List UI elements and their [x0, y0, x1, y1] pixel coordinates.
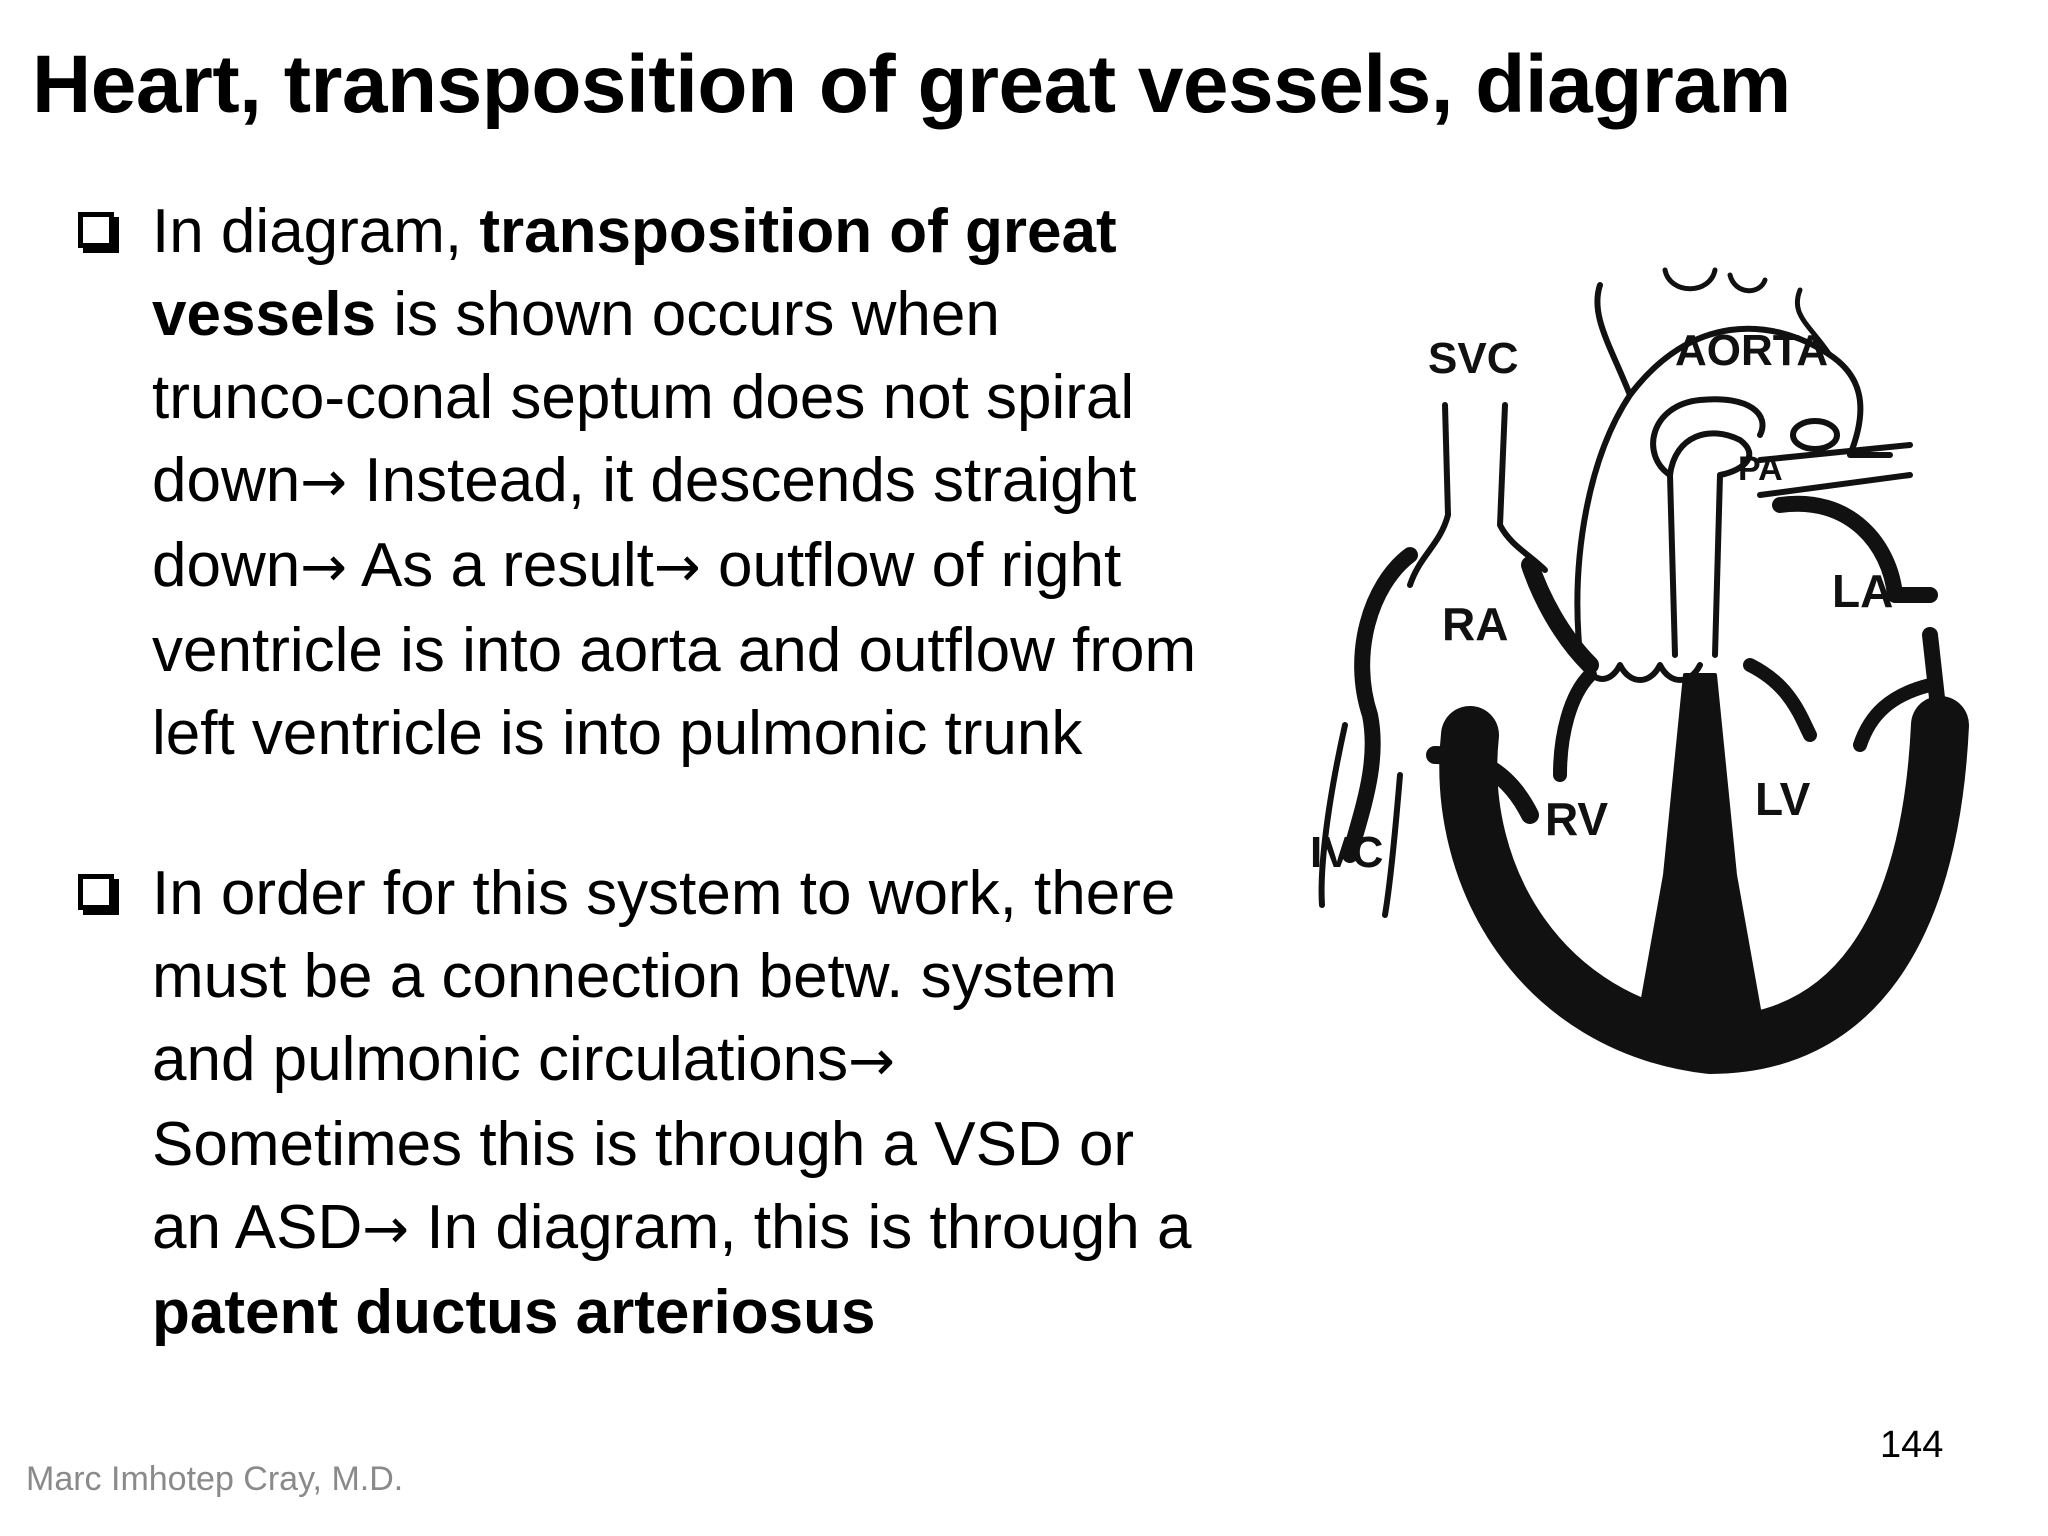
aorta-branch	[1662, 267, 1718, 292]
bullet-text: In diagram, transposition of great vesse…	[152, 190, 1348, 775]
bullet-text: In order for this system to work, there …	[152, 852, 1348, 1354]
bold-term: vessels	[152, 280, 377, 349]
tricuspid-leaflet	[1426, 746, 1539, 824]
bullet-transposition: In diagram, transposition of great vesse…	[78, 190, 1348, 775]
label-rv: RV	[1545, 793, 1608, 845]
ventricle-wall	[1439, 696, 1969, 1074]
pa-vessel	[1667, 430, 1753, 658]
la-wall	[1772, 495, 1938, 603]
author-footer: Marc Imhotep Cray, M.D.	[26, 1460, 404, 1498]
text-run: down	[152, 446, 301, 515]
aorta-branch	[1794, 287, 1833, 358]
text-run: outflow of right	[700, 531, 1122, 600]
label-ivc: IVC	[1310, 828, 1383, 877]
text-line: must be a connection betw. system	[152, 942, 1117, 1011]
slide-title: Heart, transposition of great vessels, d…	[32, 39, 1791, 130]
text-line: ventricle is into aorta and outflow from	[152, 616, 1197, 685]
ra-wall	[1342, 547, 1418, 863]
label-svc: SVC	[1428, 334, 1518, 383]
semilunar-valve	[1553, 668, 1597, 782]
arrow-icon: →	[362, 1197, 410, 1262]
aorta-branch	[1727, 272, 1768, 294]
text-run: and pulmonic circulations	[152, 1025, 849, 1094]
bold-term: transposition of great	[479, 197, 1117, 266]
page-number: 144	[1880, 1424, 1944, 1466]
text-line: trunco-conal septum does not spiral	[152, 363, 1135, 432]
semilunar-valve	[1577, 652, 1703, 683]
ivc-vessel	[1382, 772, 1403, 918]
la-wall	[1922, 627, 1948, 733]
pa-vessel	[1650, 396, 1766, 478]
arrow-icon: →	[300, 535, 348, 600]
text-run: is shown occurs when	[376, 280, 1000, 349]
heart-diagram: SVC AORTA PA RA LA RV LV IVC	[1310, 267, 1969, 1074]
text-line: left ventricle is into pulmonic trunk	[152, 699, 1083, 768]
aorta-vessel	[1627, 325, 1833, 398]
bold-term: patent ductus arteriosus	[152, 1278, 876, 1347]
label-aorta: AORTA	[1675, 326, 1828, 375]
label-la: LA	[1832, 565, 1893, 617]
mitral-leaflet	[1853, 678, 1937, 752]
ivc-vessel	[1318, 722, 1348, 908]
text-run: an ASD	[152, 1193, 363, 1262]
text-run: down	[152, 531, 301, 600]
checkbox-bullet-icon	[78, 874, 114, 910]
arrow-icon: →	[848, 1029, 896, 1094]
ventricular-septum	[1638, 673, 1762, 1017]
text-run: In diagram, this is through a	[409, 1193, 1192, 1262]
checkbox-bullet-icon	[78, 212, 114, 248]
text-run: In diagram,	[152, 197, 480, 266]
pa-branch	[1757, 442, 1913, 463]
mitral-leaflet	[1743, 658, 1817, 742]
aorta-vessel	[1574, 282, 1633, 658]
svc-vessel	[1497, 402, 1548, 573]
label-ra: RA	[1442, 598, 1508, 650]
text-line: Sometimes this is through a VSD or	[152, 1110, 1135, 1179]
arrow-icon: →	[300, 450, 348, 515]
ductus-arteriosus	[1790, 418, 1840, 452]
text-run: As a result	[347, 531, 654, 600]
bullet-connection: In order for this system to work, there …	[78, 852, 1348, 1354]
label-pa: PA	[1738, 450, 1783, 488]
pa-branch	[1757, 472, 1913, 498]
arrow-icon: →	[653, 535, 701, 600]
label-lv: LV	[1755, 773, 1811, 825]
text-run: Instead, it descends straight	[347, 446, 1137, 515]
svc-vessel	[1407, 402, 1451, 588]
text-line: In order for this system to work, there	[152, 859, 1176, 928]
